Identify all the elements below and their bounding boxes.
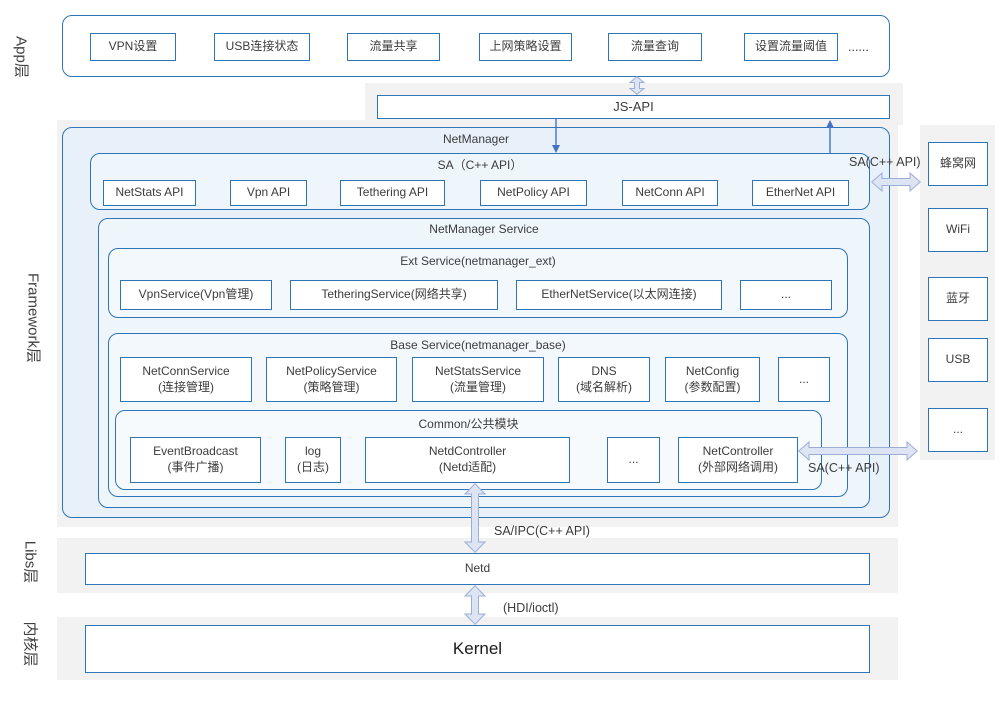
common-item-line2: (外部网络调用) [698, 460, 778, 474]
base-item-line1: NetStatsService [434, 363, 522, 378]
common-item-line1: NetController [702, 444, 774, 459]
app-item-usb-status: USB连接状态 [214, 33, 310, 61]
base-item-netstatsservice: NetStatsService (流量管理) [412, 357, 544, 402]
right-panel-usb: USB [928, 338, 988, 382]
common-item-log: log (日志) [285, 437, 341, 483]
app-item-vpn-settings: VPN设置 [90, 33, 176, 61]
arrow-jsapi-down-icon [552, 119, 560, 153]
sa-item-ethernet-api: EtherNet API [752, 180, 849, 206]
app-item-traffic-threshold: 设置流量阈值 [744, 33, 838, 61]
base-item-netpolicyservice: NetPolicyService (策略管理) [266, 357, 397, 402]
sa-item-netpolicy-api: NetPolicy API [480, 180, 587, 206]
arrow-netcontroller-external [798, 440, 918, 462]
sa-item-tethering-api: Tethering API [340, 180, 445, 206]
ext-service-title: Ext Service(netmanager_ext) [400, 254, 556, 268]
common-item-more: ... [607, 437, 660, 483]
common-item-line2: (事件广播) [167, 460, 224, 474]
base-item-line2: (连接管理) [158, 379, 214, 394]
base-item-line2: (域名解析) [576, 379, 632, 394]
arrow-sa-up-icon [826, 120, 834, 153]
right-panel-bluetooth: 蓝牙 [928, 277, 988, 321]
base-item-line1: DNS [591, 363, 617, 378]
app-item-policy-settings: 上网策略设置 [479, 33, 572, 61]
sa-api-top-label: SA(C++ API) [849, 155, 921, 169]
common-item-line1: ... [628, 452, 639, 467]
layer-label-kernel: 内核层 [21, 621, 39, 667]
common-item-line1: EventBroadcast [153, 444, 238, 459]
js-api-bar: JS-API [377, 95, 890, 119]
arrow-sa-ipc [464, 483, 486, 553]
kernel-box: Kernel [85, 625, 870, 673]
right-panel-more: ... [928, 408, 988, 452]
base-item-more: ... [778, 357, 830, 402]
layer-label-app: App层 [12, 36, 30, 78]
hdi-ioctl-label: (HDI/ioctl) [503, 601, 559, 615]
base-item-netconfig: NetConfig (参数配置) [665, 357, 760, 402]
common-title: Common/公共模块 [418, 417, 519, 431]
layer-label-framework: Framework层 [24, 272, 42, 364]
sa-item-netstats-api: NetStats API [103, 180, 196, 206]
base-item-line1: NetConfig [685, 363, 740, 378]
app-item-traffic-sharing: 流量共享 [347, 33, 440, 61]
arrow-sa-cellular [871, 171, 921, 193]
right-panel-cellular: 蜂窝网 [928, 142, 988, 186]
common-item-netcontroller: NetController (外部网络调用) [678, 437, 798, 483]
ext-item-ethernetservice: EtherNetService(以太网连接) [516, 280, 722, 310]
common-item-line1: NetdController [428, 444, 507, 459]
common-item-line2: (日志) [297, 460, 329, 474]
base-service-title: Base Service(netmanager_base) [390, 338, 566, 352]
ext-item-more: ... [740, 280, 832, 310]
netd-bar: Netd [85, 553, 870, 585]
base-item-dns: DNS (域名解析) [558, 357, 650, 402]
sa-api-mid-label: SA(C++ API) [808, 461, 880, 475]
arrow-app-jsapi [629, 76, 645, 95]
netmanager-service-title: NetManager Service [429, 222, 539, 236]
ext-item-tetheringservice: TetheringService(网络共享) [290, 280, 498, 310]
ext-item-vpnservice: VpnService(Vpn管理) [120, 280, 272, 310]
sa-item-vpn-api: Vpn API [230, 180, 307, 206]
base-item-line1: NetPolicyService [286, 363, 377, 378]
arrow-hdi-ioctl [464, 585, 486, 625]
common-item-line2: (Netd适配) [438, 460, 497, 474]
base-item-line2: (流量管理) [450, 379, 506, 394]
base-item-line1: NetConnService [142, 363, 230, 378]
layer-label-libs: Libs层 [21, 540, 39, 584]
base-item-line1: ... [798, 371, 809, 386]
base-item-line2: (参数配置) [684, 379, 741, 394]
base-item-line2: (策略管理) [303, 379, 360, 394]
base-item-netconnservice: NetConnService (连接管理) [120, 357, 252, 402]
common-item-line1: log [304, 444, 321, 459]
common-item-eventbroadcast: EventBroadcast (事件广播) [130, 437, 261, 483]
right-panel-wifi: WiFi [928, 208, 988, 252]
common-item-netdcontroller: NetdController (Netd适配) [365, 437, 570, 483]
sa-item-netconn-api: NetConn API [622, 180, 718, 206]
app-item-traffic-query: 流量查询 [608, 33, 702, 61]
sa-ipc-label: SA/IPC(C++ API) [494, 524, 590, 538]
sa-api-title: SA（C++ API） [437, 158, 523, 172]
app-items-more: ...... [848, 40, 869, 54]
netmanager-title: NetManager [442, 132, 510, 146]
